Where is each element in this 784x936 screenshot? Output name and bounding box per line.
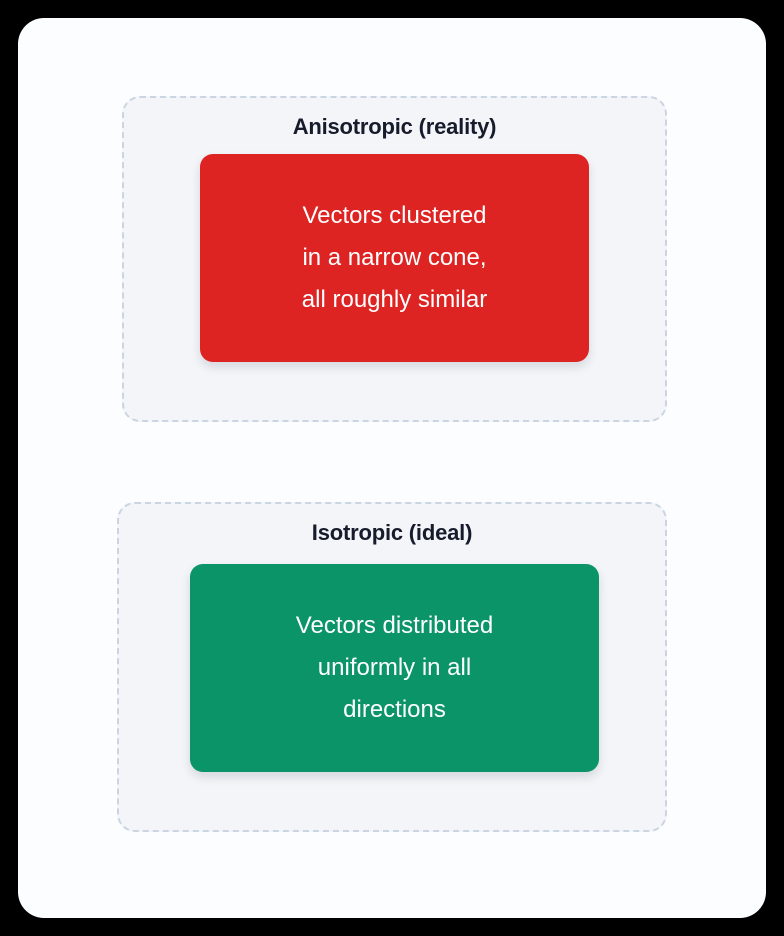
panel-title-isotropic: Isotropic (ideal)	[311, 520, 473, 545]
diagram-card: Anisotropic (reality) Vectors clustered …	[18, 18, 766, 918]
panel-container: Anisotropic (reality) Vectors clustered …	[18, 18, 766, 918]
concept-box-isotropic: Vectors distributed uniformly in all dir…	[190, 564, 599, 772]
concept-box-anisotropic: Vectors clustered in a narrow cone, all …	[200, 154, 589, 362]
panel-title-anisotropic: Anisotropic (reality)	[292, 114, 497, 139]
concept-box-isotropic-text: Vectors distributed uniformly in all dir…	[295, 612, 494, 723]
concept-box-anisotropic-text: Vectors clustered in a narrow cone, all …	[301, 202, 488, 313]
panel-anisotropic: Anisotropic (reality) Vectors clustered …	[122, 96, 667, 422]
panel-isotropic: Isotropic (ideal) Vectors distributed un…	[117, 502, 667, 832]
